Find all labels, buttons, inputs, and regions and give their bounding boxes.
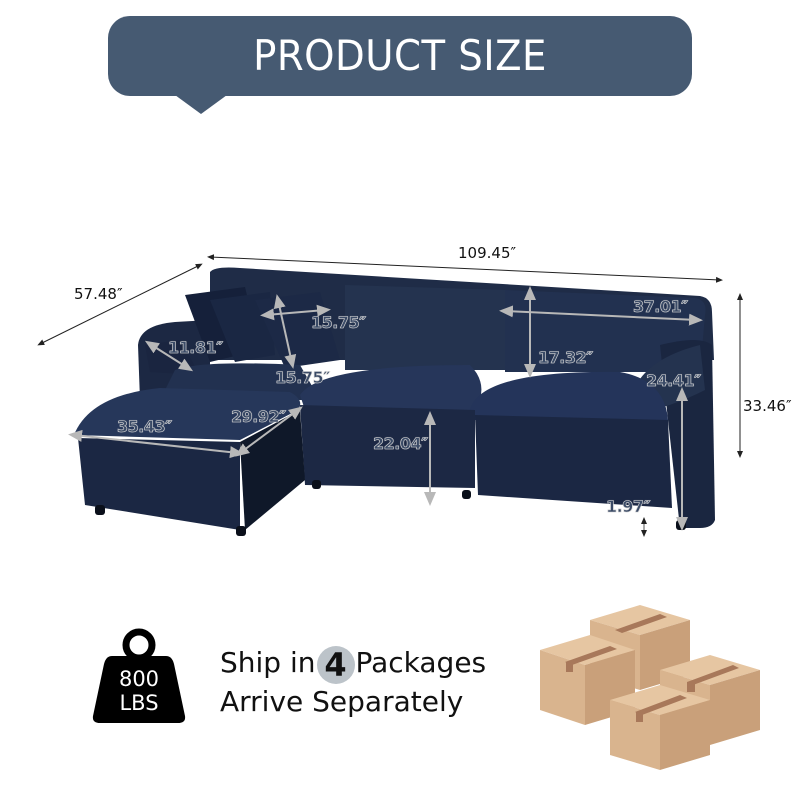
pillow-width-label: 15.75″ — [311, 313, 367, 333]
ship-prefix: Ship in — [220, 646, 316, 679]
weight-icon: 800 LBS — [92, 628, 186, 724]
pillow-height-label: 15.75″ — [275, 368, 331, 388]
weight-value: 800 — [118, 667, 160, 691]
shipping-boxes-icon — [540, 605, 760, 770]
product-size-banner: PRODUCT SIZE — [108, 16, 692, 96]
sectional-sofa-illustration — [37, 254, 743, 537]
banner-pointer — [175, 95, 227, 114]
back-cushion-width-label: 37.01″ — [633, 297, 689, 317]
package-count-badge: 4 — [316, 646, 355, 684]
overall-width-label: 109.45″ — [458, 244, 517, 262]
shipping-line-2: Arrive Separately — [220, 685, 464, 718]
leg-height-label: 1.97″ — [606, 497, 651, 517]
weight-unit: LBS — [119, 691, 159, 715]
arm-height-label: 24.41″ — [646, 371, 702, 391]
ship-suffix: Packages — [355, 646, 487, 679]
ottoman-width-label: 29.92″ — [231, 407, 287, 427]
banner-title: PRODUCT SIZE — [253, 31, 547, 80]
overall-depth-label: 57.48″ — [74, 285, 123, 303]
seat-height-label: 22.04″ — [373, 434, 429, 454]
ottoman-length-label: 35.43″ — [117, 417, 173, 437]
overall-height-label: 33.46″ — [743, 397, 792, 415]
back-cushion-height-label: 17.32″ — [538, 348, 594, 368]
pillow-small-label: 11.81″ — [168, 338, 224, 358]
